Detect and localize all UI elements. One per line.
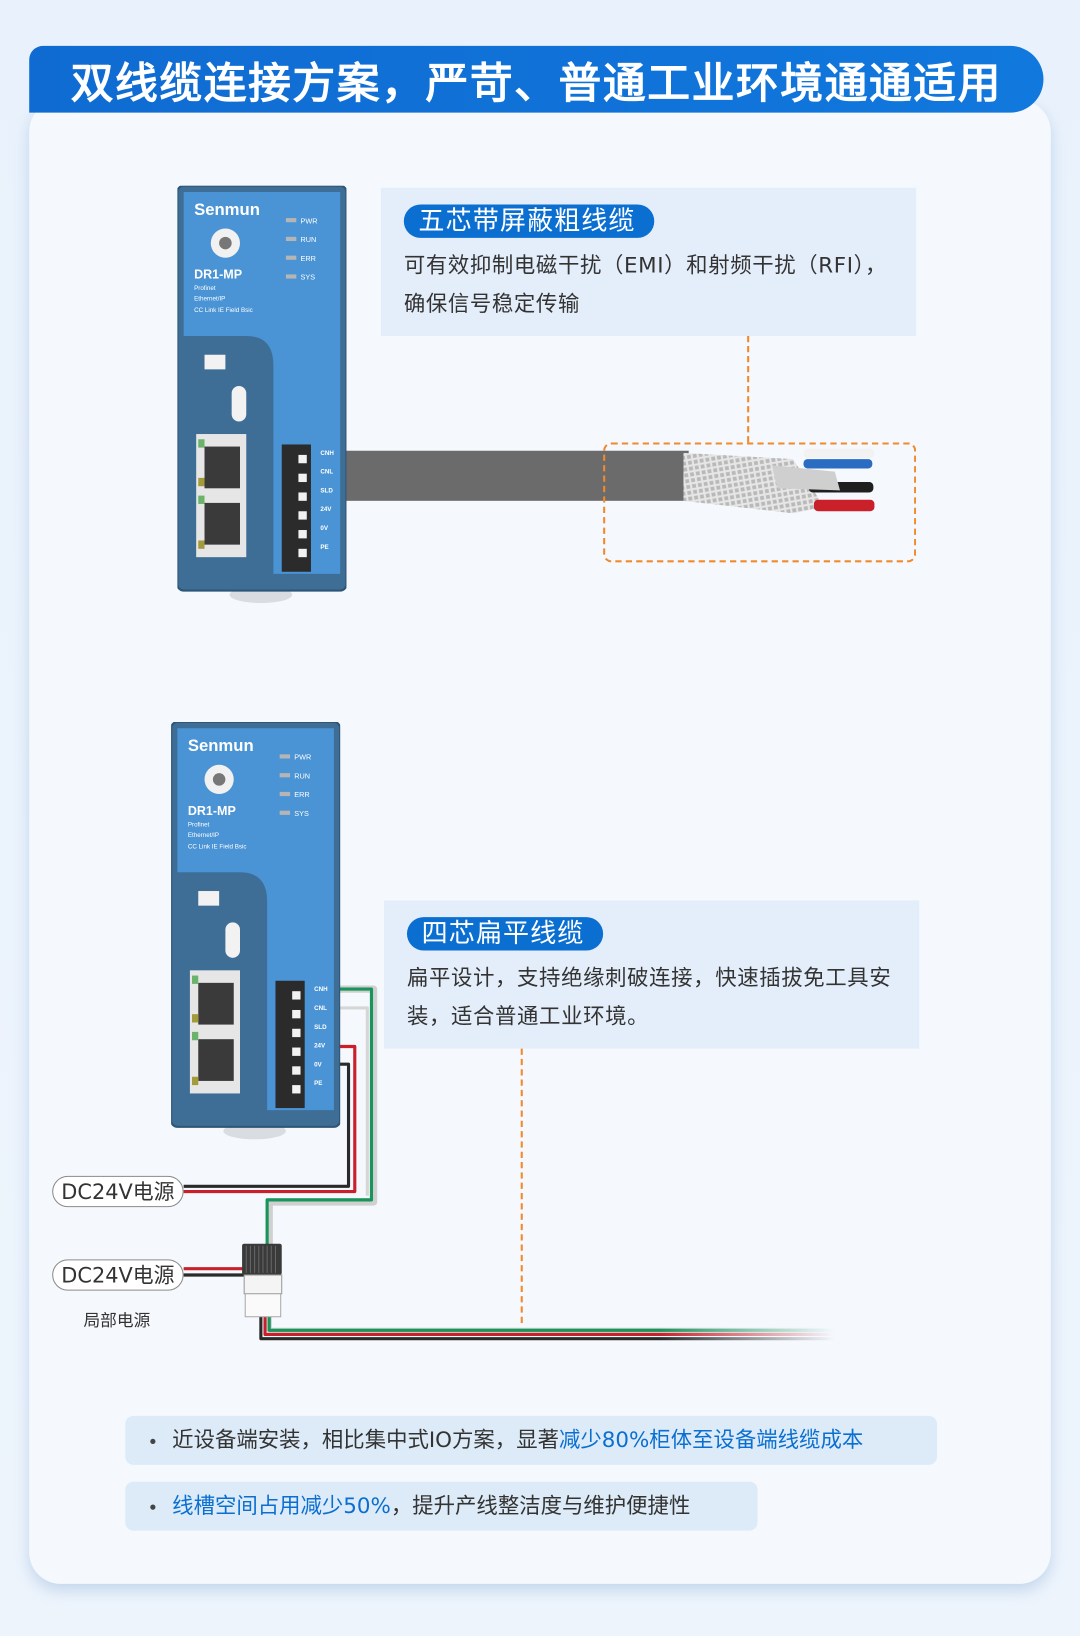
svg-text:Ethernet/IP: Ethernet/IP xyxy=(188,832,219,839)
led-label: SYS xyxy=(301,273,316,282)
svg-text:PE: PE xyxy=(314,1080,322,1087)
cable-highlight-box xyxy=(603,442,917,563)
benefit-item: 线槽空间占用减少50%，提升产线整洁度与维护便捷性 xyxy=(125,1481,758,1531)
model-label: DR1-MP xyxy=(194,268,242,282)
shielded-cable xyxy=(344,448,875,514)
leader-line xyxy=(747,335,750,443)
svg-text:CNL: CNL xyxy=(320,469,333,476)
highlight-text: 线槽空间占用减少50% xyxy=(172,1493,391,1519)
wire-red xyxy=(813,499,875,512)
callout-title: 五芯带屏蔽粗线缆 xyxy=(403,204,655,238)
callout-flat-cable: 四芯扁平线缆 扁平设计，支持绝缘刺破连接，快速插拔免工具安装，适合普通工业环境。 xyxy=(384,900,920,1049)
power-supply-label: DC24V电源 xyxy=(52,1175,184,1208)
svg-text:SLD: SLD xyxy=(314,1024,327,1031)
benefit-item: 近设备端安装，相比集中式IO方案，显著减少80%柜体至设备端线缆成本 xyxy=(125,1415,938,1465)
io-module-device-1: Senmun PWR RUN ERR SYS DR1-MP ProfinetEther… xyxy=(177,185,347,604)
led-label: SYS xyxy=(294,809,309,818)
bullet-dot xyxy=(150,1504,156,1510)
io-module-device-2: Senmun PWR RUN ERR SYS DR1-MP ProfinetEther… xyxy=(171,722,341,1140)
ethernet-ports xyxy=(196,434,247,558)
bullet-dot xyxy=(150,1438,156,1444)
ethernet-ports xyxy=(189,970,241,1094)
local-power-caption: 局部电源 xyxy=(83,1310,151,1331)
svg-text:Profinet: Profinet xyxy=(188,821,210,828)
svg-text:Profinet: Profinet xyxy=(194,285,216,292)
svg-text:SLD: SLD xyxy=(320,487,333,494)
svg-text:0V: 0V xyxy=(314,1061,322,1068)
page-title: 双线缆连接方案，严苛、普通工业环境通通适用 xyxy=(70,58,1003,109)
led-label: RUN xyxy=(294,771,310,780)
svg-text:Ethernet/IP: Ethernet/IP xyxy=(194,295,225,302)
led-label: RUN xyxy=(301,235,317,244)
brand-logo: Senmun xyxy=(194,200,260,219)
svg-text:CC Link IE Field Bsic: CC Link IE Field Bsic xyxy=(188,843,247,850)
svg-text:PE: PE xyxy=(320,544,328,551)
led-label: PWR xyxy=(294,753,311,762)
header-banner: 双线缆连接方案，严苛、普通工业环境通通适用 xyxy=(29,45,1044,113)
idc-connector xyxy=(242,1243,283,1318)
led-label: PWR xyxy=(301,216,318,225)
model-label: DR1-MP xyxy=(188,804,236,818)
callout-description: 扁平设计，支持绝缘刺破连接，快速插拔免工具安装，适合普通工业环境。 xyxy=(406,965,892,1029)
svg-text:24V: 24V xyxy=(314,1043,326,1050)
brand-logo: Senmun xyxy=(188,736,254,755)
svg-text:CC Link IE Field Bsic: CC Link IE Field Bsic xyxy=(194,307,253,314)
highlight-text: 减少80%柜体至设备端线缆成本 xyxy=(558,1427,864,1453)
callout-shielded-cable: 五芯带屏蔽粗线缆 可有效抑制电磁干扰（EMI）和射频干扰（RFI），确保信号稳定… xyxy=(380,187,917,336)
leader-line xyxy=(520,1048,523,1323)
svg-text:24V: 24V xyxy=(320,506,332,513)
svg-text:0V: 0V xyxy=(320,525,328,532)
led-label: ERR xyxy=(301,254,316,263)
svg-text:CNH: CNH xyxy=(314,986,328,993)
wire-white xyxy=(803,448,875,459)
wire-blue xyxy=(803,459,873,469)
callout-title: 四芯扁平线缆 xyxy=(406,917,604,951)
svg-text:CNH: CNH xyxy=(320,450,334,457)
terminal-block xyxy=(275,980,305,1109)
local-power-supply-label: DC24V电源 xyxy=(52,1259,184,1291)
foil-shield xyxy=(772,465,841,491)
svg-text:CNL: CNL xyxy=(314,1005,327,1012)
terminal-block xyxy=(281,444,311,572)
callout-description: 可有效抑制电磁干扰（EMI）和射频干扰（RFI），确保信号稳定传输 xyxy=(403,252,887,317)
led-label: ERR xyxy=(294,790,309,799)
